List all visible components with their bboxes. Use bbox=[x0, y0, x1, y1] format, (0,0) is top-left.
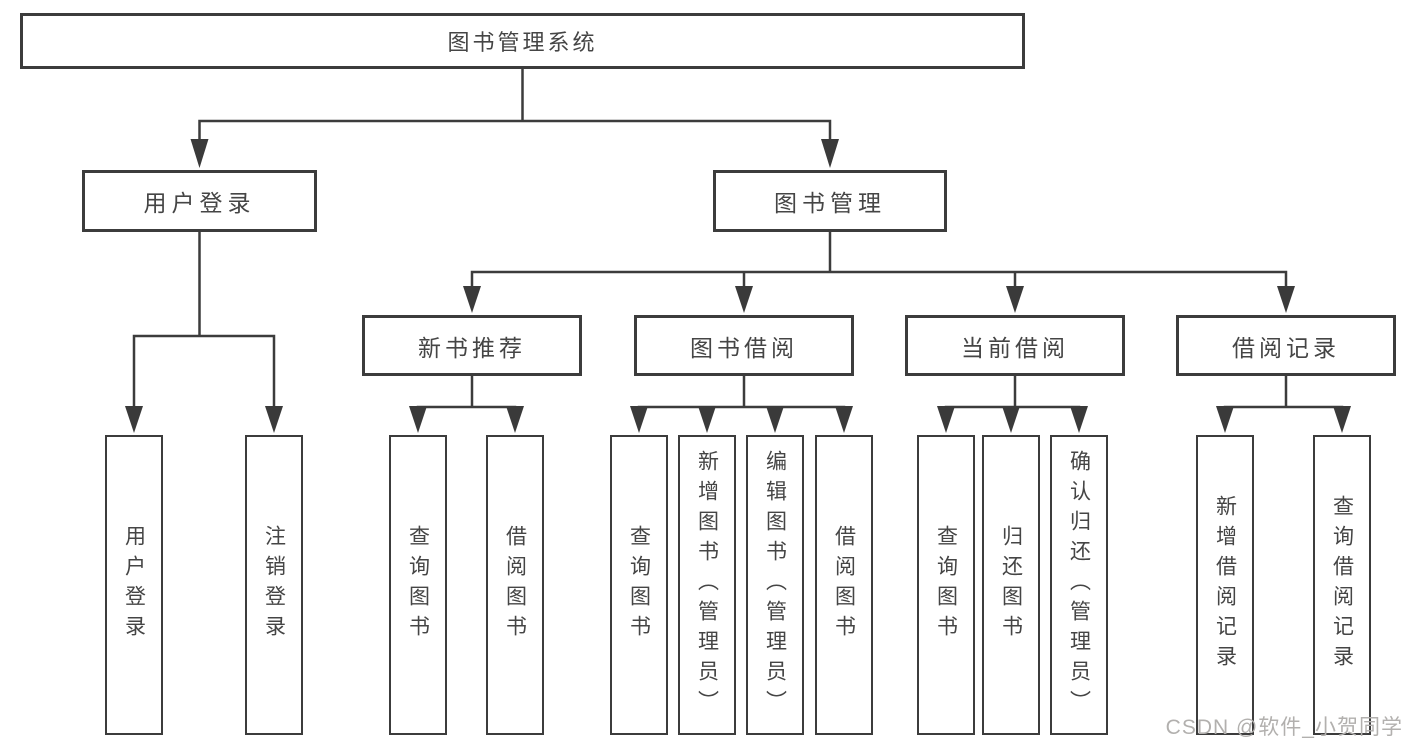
leaf-label: 借阅图书 bbox=[832, 525, 856, 645]
leaf-query-books-current: 查询图书 bbox=[917, 435, 975, 735]
node-book-borrowing: 图书借阅 bbox=[634, 315, 854, 376]
arrowhead-icon bbox=[835, 406, 853, 433]
node-book-management: 图书管理 bbox=[713, 170, 947, 232]
leaf-label: 查询图书 bbox=[627, 525, 651, 645]
node-label: 新书推荐 bbox=[418, 334, 526, 361]
leaf-borrow-books-borrowing: 借阅图书 bbox=[815, 435, 873, 735]
node-label: 图书借阅 bbox=[690, 334, 798, 361]
csdn-watermark: CSDN @软件_小贺同学 bbox=[1165, 716, 1403, 739]
leaf-user-login: 用户登录 bbox=[105, 435, 163, 735]
leaf-add-borrow-record: 新增借阅记录 bbox=[1196, 435, 1254, 735]
leaf-label: 用户登录 bbox=[122, 525, 146, 645]
arrowhead-icon bbox=[1277, 286, 1295, 313]
leaf-query-books-borrowing: 查询图书 bbox=[610, 435, 668, 735]
arrowhead-icon bbox=[1333, 406, 1351, 433]
arrowhead-icon bbox=[1006, 286, 1024, 313]
leaf-borrow-books-recommend: 借阅图书 bbox=[486, 435, 544, 735]
arrowhead-icon bbox=[698, 406, 716, 433]
node-borrowing-records: 借阅记录 bbox=[1176, 315, 1396, 376]
leaf-label: 编辑图书（管理员） bbox=[763, 450, 787, 720]
leaf-confirm-return-admin: 确认归还（管理员） bbox=[1050, 435, 1108, 735]
leaf-logout-login: 注销登录 bbox=[245, 435, 303, 735]
node-user-login: 用户登录 bbox=[82, 170, 317, 232]
arrowhead-icon bbox=[409, 406, 427, 433]
leaf-label: 注销登录 bbox=[262, 525, 286, 645]
node-new-book-recommend: 新书推荐 bbox=[362, 315, 582, 376]
leaf-label: 确认归还（管理员） bbox=[1067, 450, 1091, 720]
arrowhead-icon bbox=[190, 139, 209, 168]
leaf-edit-book-admin: 编辑图书（管理员） bbox=[746, 435, 804, 735]
node-label: 借阅记录 bbox=[1232, 334, 1340, 361]
arrowhead-icon bbox=[463, 286, 481, 313]
leaf-label: 新增借阅记录 bbox=[1213, 495, 1237, 675]
leaf-return-book: 归还图书 bbox=[982, 435, 1040, 735]
node-library-management-system: 图书管理系统 bbox=[20, 13, 1025, 69]
leaf-label: 归还图书 bbox=[999, 525, 1023, 645]
arrowhead-icon bbox=[1070, 406, 1088, 433]
node-label: 当前借阅 bbox=[961, 334, 1069, 361]
arrowhead-icon bbox=[821, 139, 839, 168]
arrowhead-icon bbox=[630, 406, 648, 433]
arrowhead-icon bbox=[735, 286, 753, 313]
arrowhead-icon bbox=[766, 406, 784, 433]
node-label: 图书管理 bbox=[774, 190, 886, 216]
node-current-borrowing: 当前借阅 bbox=[905, 315, 1125, 376]
leaf-label: 查询图书 bbox=[934, 525, 958, 645]
leaf-add-book-admin: 新增图书（管理员） bbox=[678, 435, 736, 735]
leaf-label: 查询图书 bbox=[406, 525, 430, 645]
leaf-label: 借阅图书 bbox=[503, 525, 527, 645]
leaf-label: 查询借阅记录 bbox=[1330, 495, 1354, 675]
arrowhead-icon bbox=[125, 406, 143, 433]
arrowhead-icon bbox=[1216, 406, 1234, 433]
node-label: 用户登录 bbox=[143, 190, 256, 216]
arrowhead-icon bbox=[937, 406, 955, 433]
leaf-label: 新增图书（管理员） bbox=[695, 450, 719, 720]
leaf-query-books-recommend: 查询图书 bbox=[389, 435, 447, 735]
arrowhead-icon bbox=[506, 406, 524, 433]
arrowhead-icon bbox=[1002, 406, 1020, 433]
leaf-query-borrow-record: 查询借阅记录 bbox=[1313, 435, 1371, 735]
arrowhead-icon bbox=[265, 406, 283, 433]
node-label: 图书管理系统 bbox=[447, 30, 598, 55]
